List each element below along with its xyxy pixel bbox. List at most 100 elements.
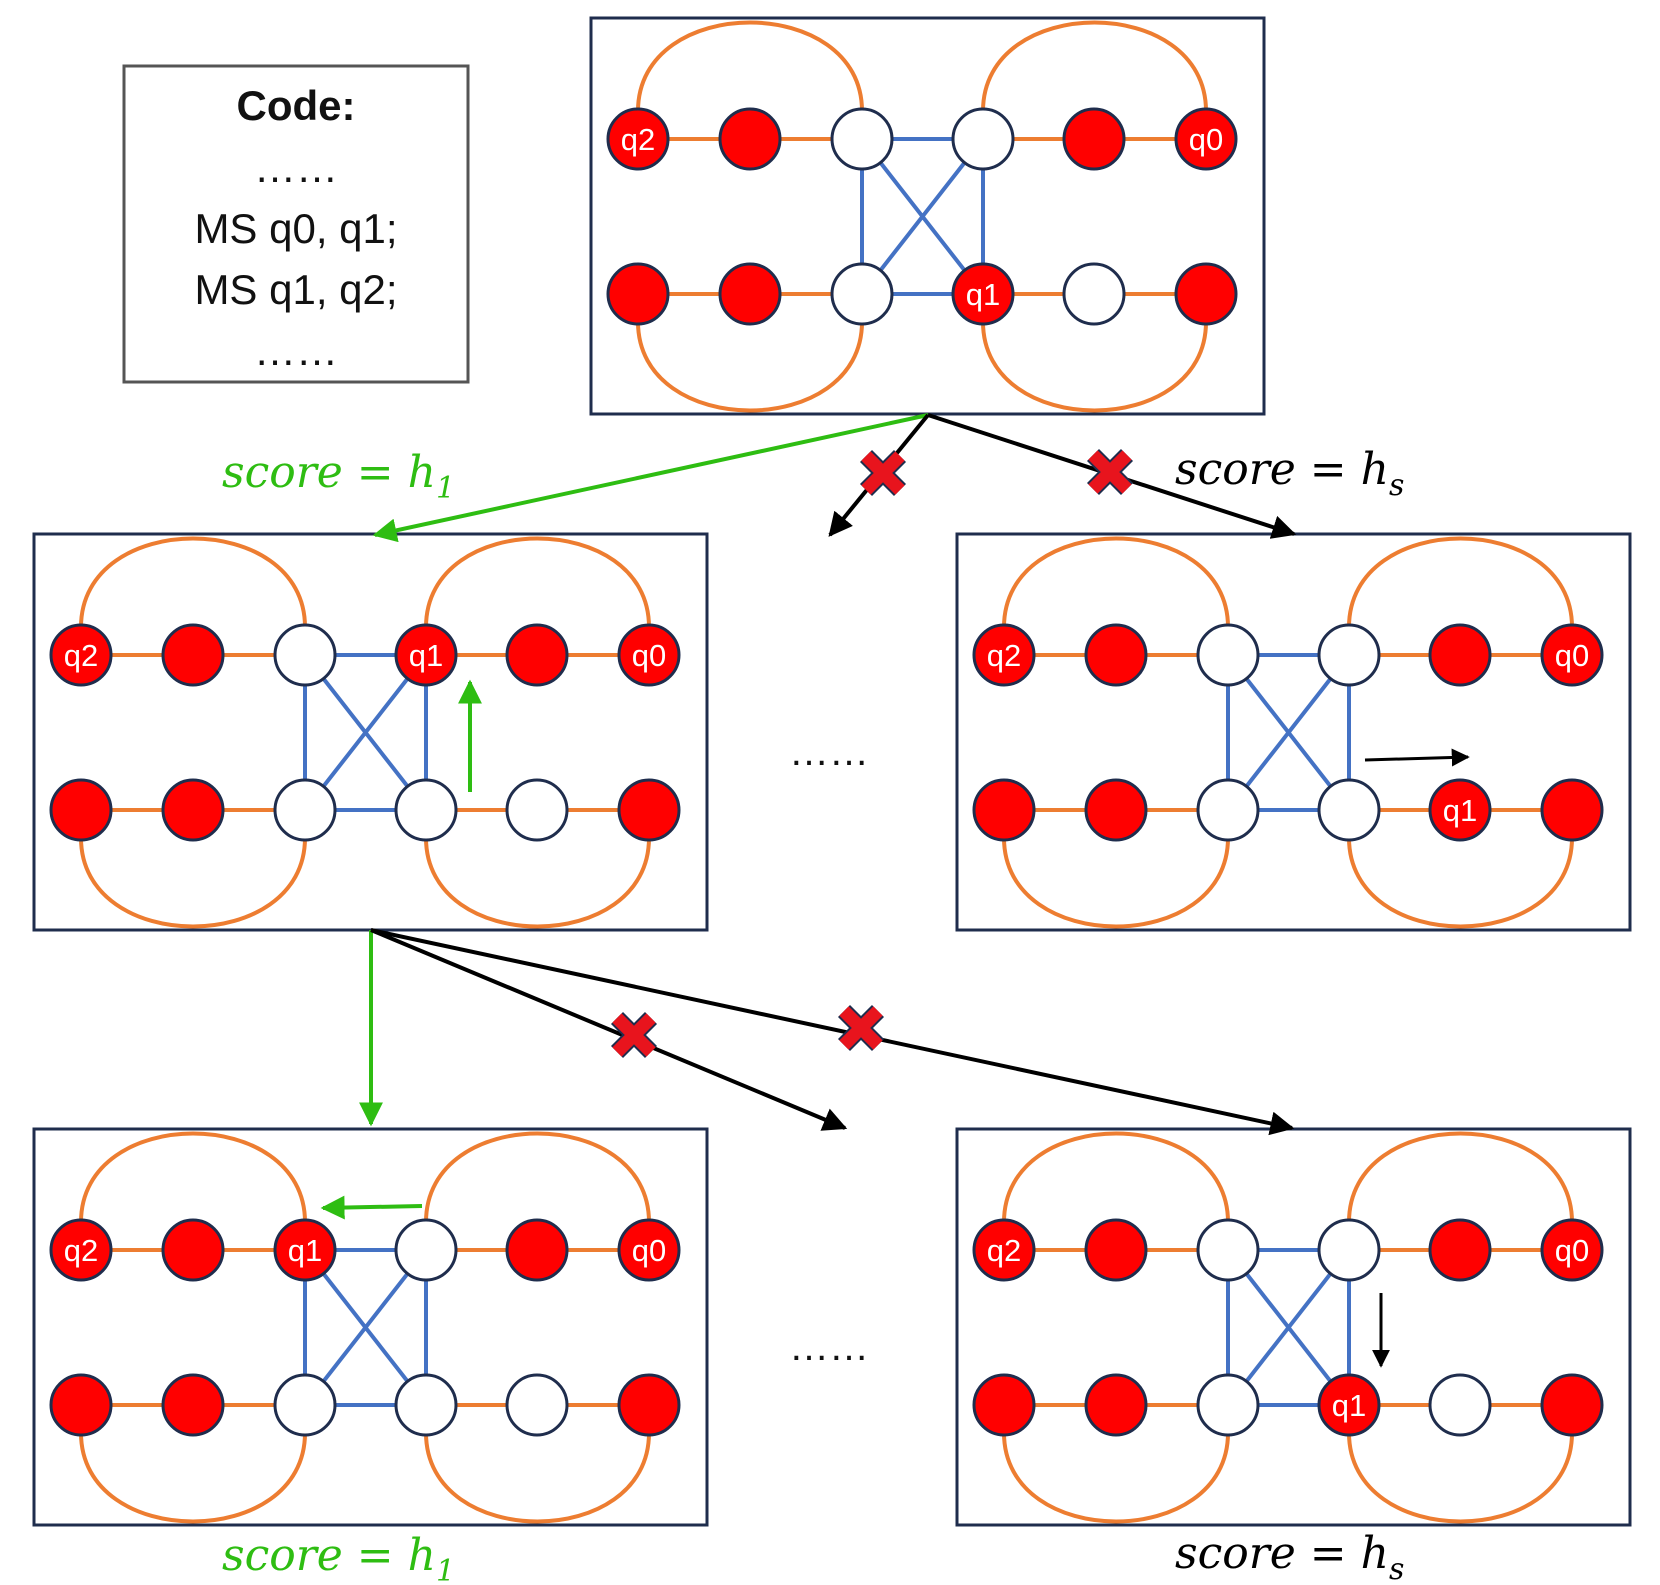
score-subscript: 1 <box>436 1554 455 1585</box>
empty-trap-node <box>1317 778 1381 842</box>
qubit-label: q2 <box>987 1233 1021 1268</box>
filled-trap-node <box>1062 107 1126 171</box>
score-label-level2-selected: score = h1 <box>222 1530 455 1585</box>
qubit-label: q0 <box>632 1233 666 1268</box>
panel-level2-alternative-layout: q2 q0 q1 <box>955 1127 1632 1527</box>
filled-trap-node <box>49 1373 113 1437</box>
pruned-cross-icon <box>839 1006 883 1050</box>
filled-trap-node <box>1084 1373 1148 1437</box>
filled-trap-node <box>161 778 225 842</box>
filled-trap-node <box>606 262 670 326</box>
filled-trap-node <box>1174 107 1238 171</box>
empty-trap-node <box>394 1218 458 1282</box>
filled-trap-node <box>1084 623 1148 687</box>
panel-frame <box>32 532 709 932</box>
empty-trap-node <box>830 107 894 171</box>
qubit-label: q1 <box>288 1233 322 1268</box>
pruned-cross-icon <box>612 1013 656 1057</box>
orange-arc-edge <box>981 20 1208 112</box>
edge-root-to-level1-selected <box>372 413 929 543</box>
filled-trap-node <box>1540 778 1604 842</box>
filled-trap-node <box>49 1218 113 1282</box>
filled-trap-node <box>394 623 458 687</box>
ellipsis-level2: …… <box>789 1325 869 1369</box>
orange-arc-edge <box>1347 1432 1574 1524</box>
orange-arc-edge <box>79 1131 307 1223</box>
code-box-frame <box>122 64 470 384</box>
filled-trap-node <box>718 262 782 326</box>
panel-frame <box>32 1127 709 1527</box>
orange-arc-edge <box>424 1432 651 1524</box>
orange-arc-edge <box>424 837 651 929</box>
empty-trap-node <box>273 1373 337 1437</box>
qubit-label: q2 <box>621 122 655 157</box>
empty-trap-node <box>1428 1373 1492 1437</box>
filled-trap-node <box>617 778 681 842</box>
panel-frame <box>955 532 1632 932</box>
filled-trap-node <box>1540 1218 1604 1282</box>
filled-trap-node <box>1428 623 1492 687</box>
filled-trap-node <box>972 778 1036 842</box>
qubit-label: q0 <box>1555 638 1589 673</box>
qubit-label: q2 <box>64 638 98 673</box>
empty-trap-node <box>1196 1373 1260 1437</box>
qubit-label: q2 <box>987 638 1021 673</box>
edge-level1-to-level2-middle <box>370 928 848 1131</box>
filled-trap-node <box>617 623 681 687</box>
filled-trap-node <box>617 1218 681 1282</box>
score-subscript: s <box>1389 1552 1404 1585</box>
filled-trap-node <box>1428 778 1492 842</box>
score-prefix: score = h <box>1175 1528 1389 1579</box>
empty-trap-node <box>951 107 1015 171</box>
qubit-label: q1 <box>966 277 1000 312</box>
filled-trap-node <box>273 1218 337 1282</box>
panel-frame <box>955 1127 1632 1527</box>
code-line-4: …… <box>254 327 338 374</box>
orange-arc-edge <box>636 20 864 112</box>
filled-trap-node <box>161 1218 225 1282</box>
filled-trap-node <box>1540 623 1604 687</box>
blue-junction-edge <box>303 653 428 812</box>
filled-trap-node <box>1428 1218 1492 1282</box>
qubit-label: q0 <box>1555 1233 1589 1268</box>
filled-trap-node <box>1174 262 1238 326</box>
empty-trap-node <box>1196 778 1260 842</box>
orange-arc-edge <box>1347 536 1574 628</box>
move-arrow-left <box>320 1195 423 1220</box>
orange-arc-edge <box>424 1131 651 1223</box>
filled-trap-node <box>1317 1373 1381 1437</box>
orange-arc-edge <box>79 1432 307 1524</box>
empty-trap-node <box>273 778 337 842</box>
filled-trap-node <box>1084 1218 1148 1282</box>
empty-trap-node <box>1317 1218 1381 1282</box>
filled-trap-node <box>606 107 670 171</box>
score-subscript: s <box>1389 468 1404 503</box>
empty-trap-node <box>1196 1218 1260 1282</box>
code-line-1: …… <box>254 144 338 191</box>
pruned-cross-icon <box>1088 450 1132 494</box>
orange-arc-edge <box>79 837 307 929</box>
qubit-label: q1 <box>1332 1388 1366 1423</box>
qubit-label: q1 <box>409 638 443 673</box>
empty-trap-node <box>394 778 458 842</box>
blue-junction-edge <box>1226 653 1351 812</box>
filled-trap-node <box>505 1218 569 1282</box>
empty-trap-node <box>1062 262 1126 326</box>
filled-trap-node <box>161 1373 225 1437</box>
blue-junction-edge <box>303 1248 428 1407</box>
empty-trap-node <box>394 1373 458 1437</box>
orange-arc-edge <box>79 536 307 628</box>
orange-arc-edge <box>1347 837 1574 929</box>
blue-junction-edge <box>1226 1248 1351 1407</box>
filled-trap-node <box>617 1373 681 1437</box>
panel-frame <box>589 16 1266 416</box>
orange-arc-edge <box>636 321 864 413</box>
filled-trap-node <box>972 1373 1036 1437</box>
filled-trap-node <box>161 623 225 687</box>
orange-arc-edge <box>424 536 651 628</box>
filled-trap-node <box>505 623 569 687</box>
empty-trap-node <box>1196 623 1260 687</box>
